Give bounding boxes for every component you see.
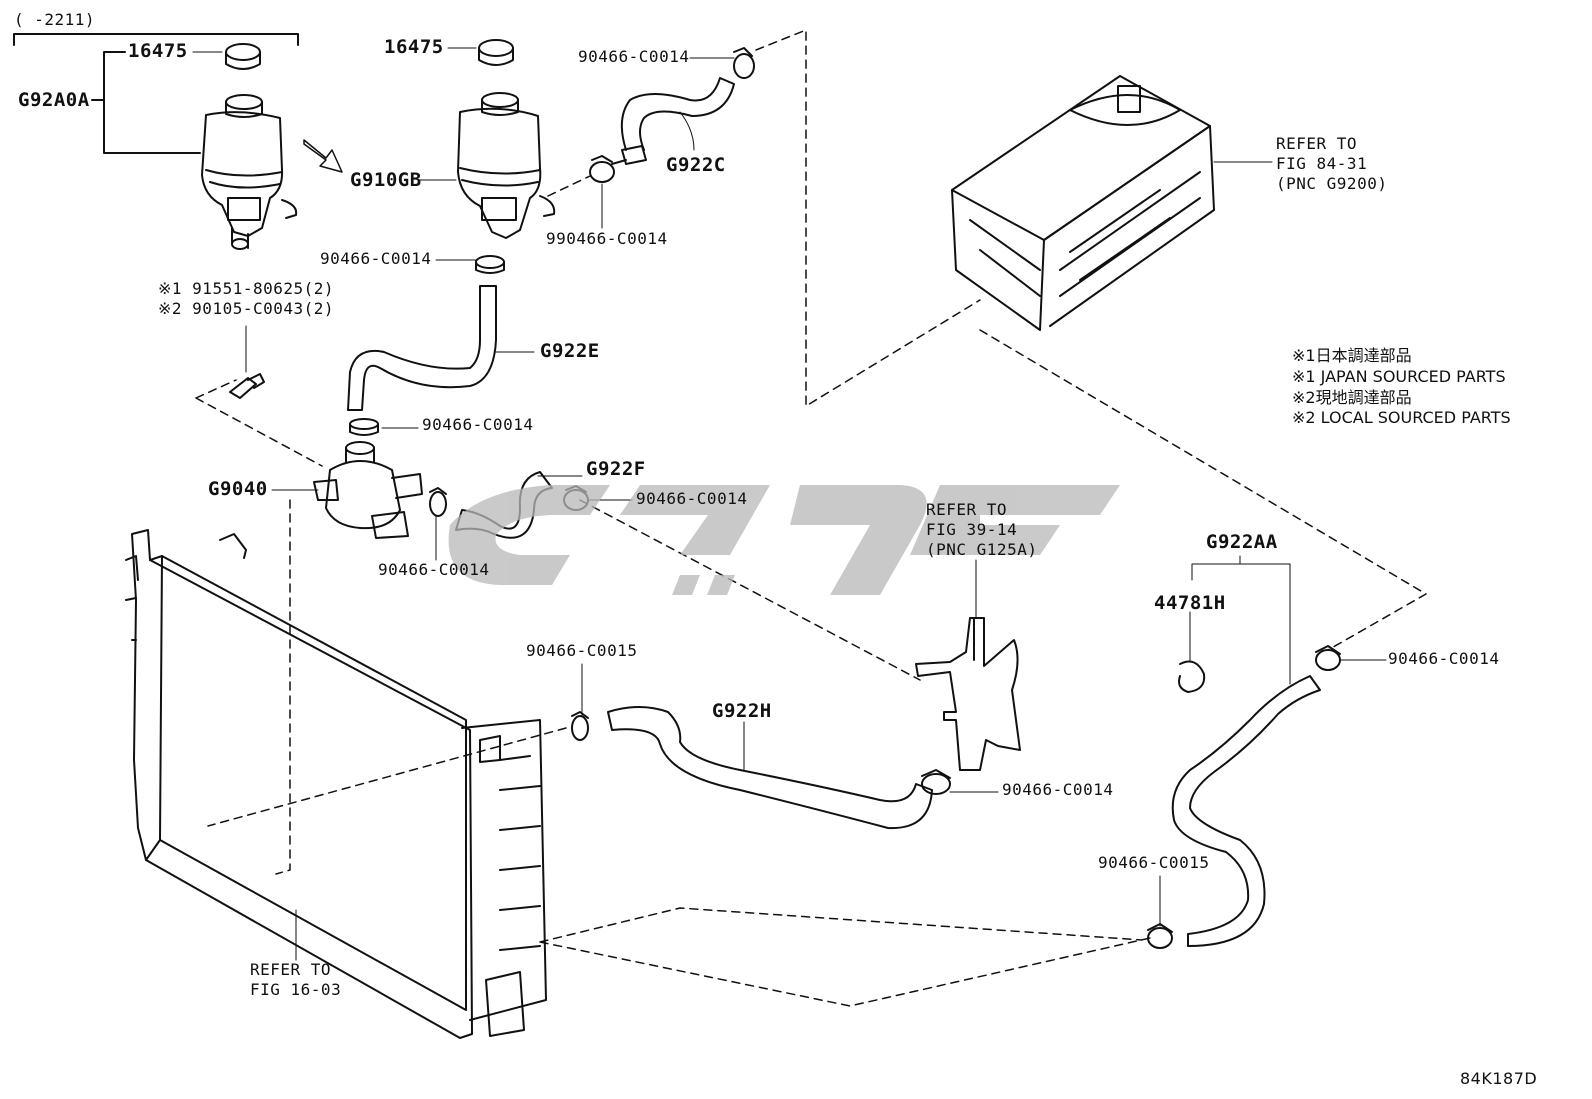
part-number-g92a0a: G92A0A [18,89,90,111]
part-number-16475-b: 16475 [384,36,444,58]
dash-bolt-to-pump [195,379,323,467]
reference-cooler: REFER TO FIG 39-14 (PNC G125A) [926,500,1038,559]
watermark-logo [448,485,1120,595]
hose-g922c-icon [611,77,735,165]
legend-line-1: ※1日本調達部品 [1292,346,1412,365]
water-pump-icon [313,441,423,539]
dash-pump-to-radiator [275,499,291,875]
part-number-clamp-hose-h: 90466-C0014 [1002,780,1114,799]
note-part-91551: ※1 91551-80625(2) [158,279,335,298]
part-number-g922f: G922F [586,458,646,480]
part-number-clamp-990: 990466-C0014 [546,229,668,248]
hose-g922e-icon [347,285,497,411]
part-number-16475-a: 16475 [128,40,188,62]
part-number-g922e: G922E [540,340,600,362]
supersession-arrow-icon [303,139,343,173]
hose-clamp-icon [349,418,379,436]
part-number-clamp-res: 90466-C0014 [320,249,432,268]
hose-clamp-icon [589,155,615,183]
reference-radiator: REFER TO FIG 16-03 [250,960,342,999]
dash-clamp-to-cooler [579,499,921,681]
reference-inverter: REFER TO FIG 84-31 (PNC G9200) [1276,134,1388,193]
part-number-clamp-top: 90466-C0014 [578,47,690,66]
dash-reservoir-to-hose [547,175,591,197]
legend-line-2: ※1 JAPAN SOURCED PARTS [1292,366,1506,386]
hose-clamp-icon [921,769,951,795]
leader-g922aa [1191,563,1291,685]
reservoir-tank-icon [457,92,556,239]
part-number-g922aa: G922AA [1206,531,1278,553]
variant-range-label: ( -2211) [14,10,96,29]
dash-top-right [755,29,981,407]
hose-clamp-icon [1147,923,1173,949]
part-number-44781h: 44781H [1154,592,1226,614]
diagram-code: 84K187D [1460,1069,1538,1088]
hose-clip-icon [1178,660,1206,693]
part-number-clamp-c0015-left: 90466-C0015 [526,641,638,660]
part-number-g910gb: G910GB [350,169,422,191]
hose-clamp-icon [1315,645,1341,671]
cap-icon [225,43,261,70]
part-number-clamp-g922f: 90466-C0014 [636,489,748,508]
part-number-clamp-pump-bottom: 90466-C0014 [378,560,490,579]
hose-g922h-icon [607,706,933,830]
part-number-g9040: G9040 [208,478,268,500]
leader-g92a0a-cap [103,51,126,101]
hose-clamp-icon [571,711,589,741]
part-number-clamp-c0015-right: 90466-C0015 [1098,853,1210,872]
part-number-g922c: G922C [666,154,726,176]
legend-line-3: ※2現地調達部品 [1292,387,1412,407]
range-bracket [13,33,299,46]
dash-inverter-to-aa [979,329,1427,651]
reservoir-tank-old-icon [201,94,298,250]
sourcing-legend: ※1日本調達部品 ※1 JAPAN SOURCED PARTS ※2現地調達部品… [1292,346,1511,429]
cap-icon [478,39,514,66]
part-number-g922h: G922H [712,700,772,722]
leader-g922c [679,111,695,151]
hose-clamp-icon [733,47,755,79]
hose-g922aa-icon [1171,675,1321,947]
part-number-clamp-pump-top: 90466-C0014 [422,415,534,434]
bolt-icon [229,373,265,399]
part-number-clamp-aa-top: 90466-C0014 [1388,649,1500,668]
legend-line-4: ※2 LOCAL SOURCED PARTS [1292,408,1511,428]
dash-radiator-bottom [539,907,1151,1007]
hose-clamp-icon [429,487,447,517]
hose-clamp-icon [475,255,505,274]
inverter-assembly-icon [951,75,1215,331]
dash-radiator-top [207,727,567,827]
radiator-icon [125,529,547,1039]
note-part-90105: ※2 90105-C0043(2) [158,299,335,318]
oil-cooler-icon [915,617,1021,771]
leader-g92a0a [91,99,201,154]
